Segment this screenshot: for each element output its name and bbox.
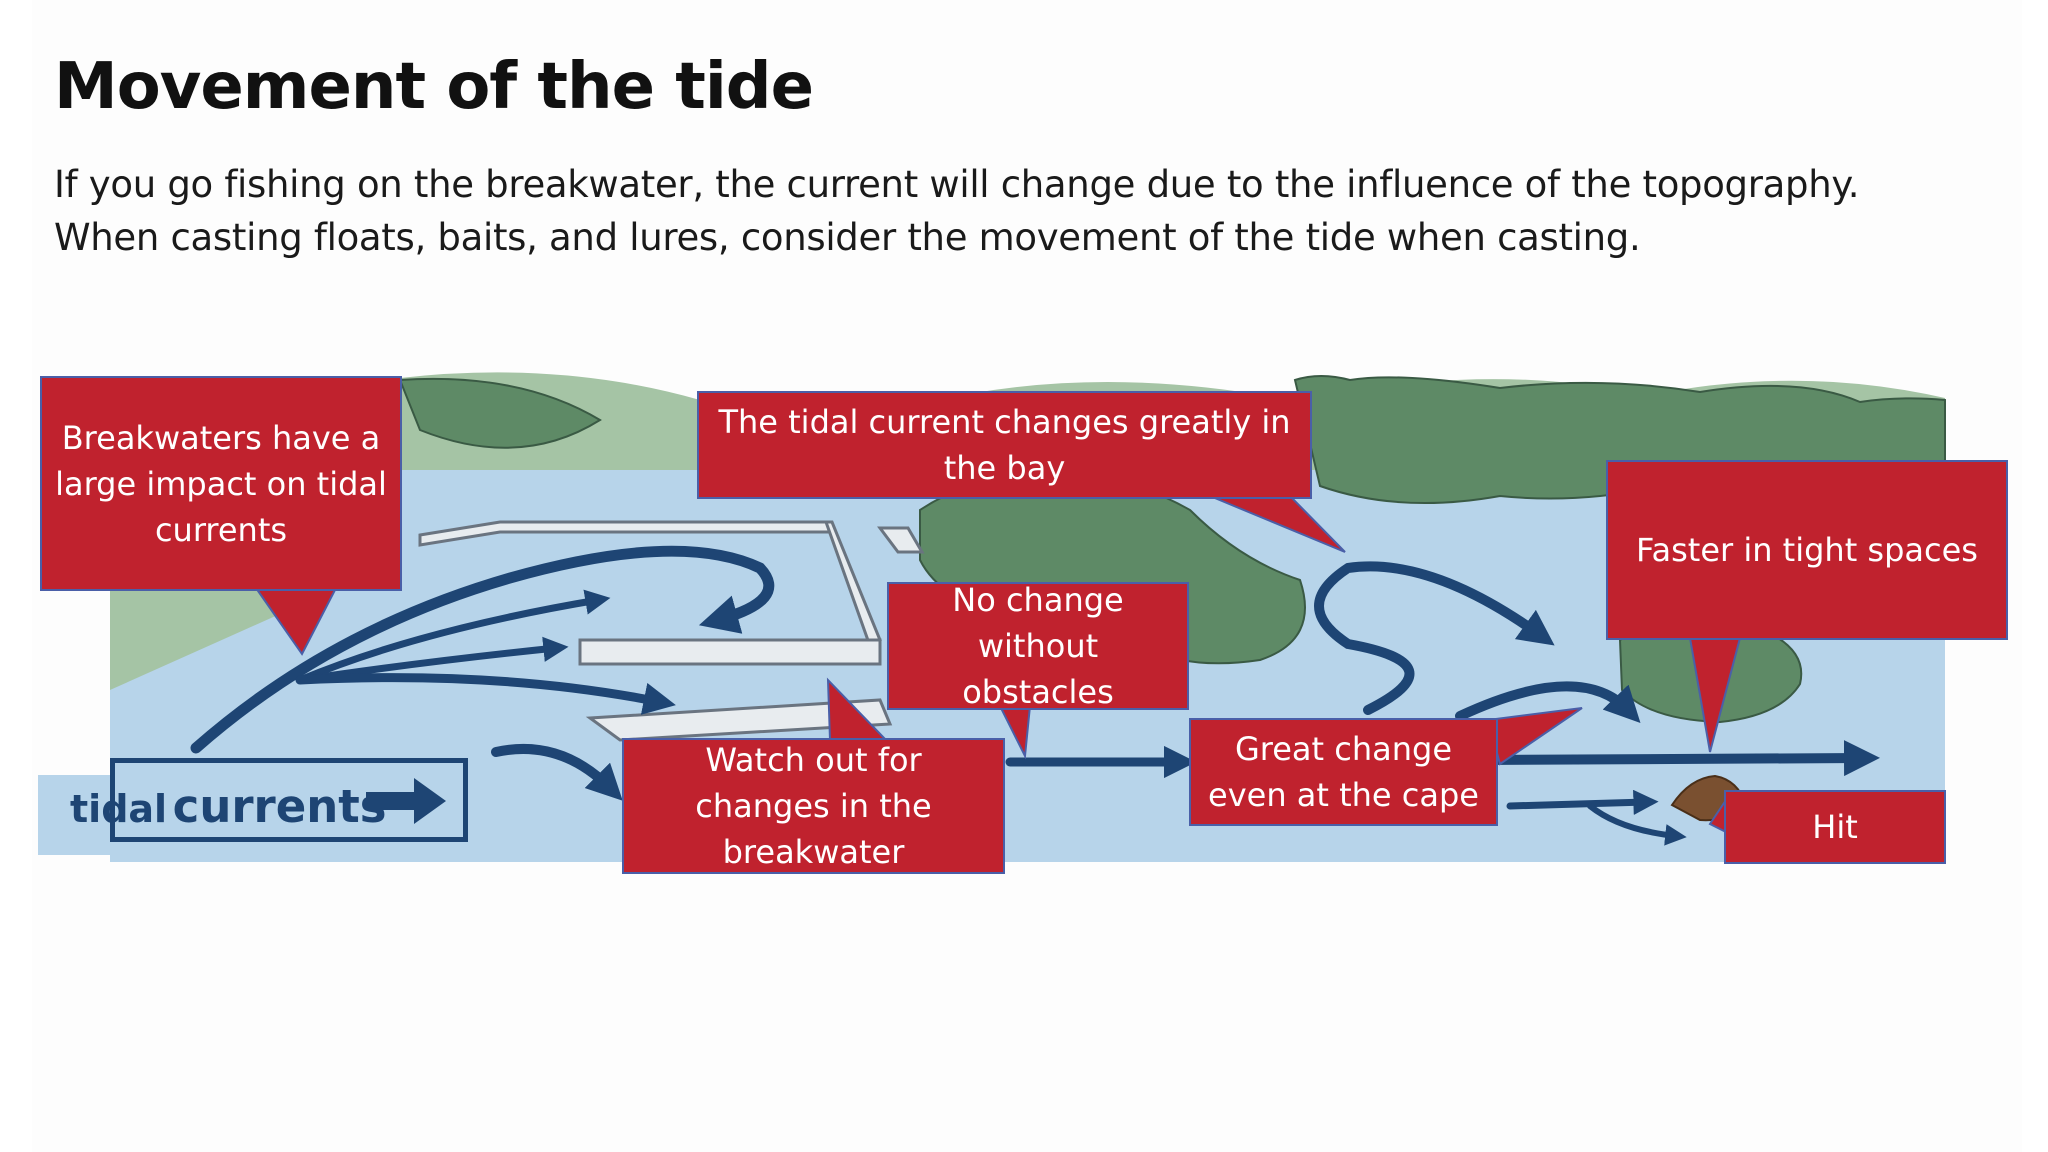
callout-no-change: No change without obstacles	[887, 581, 1189, 711]
callout-cape: Great change even at the cape	[1189, 718, 1498, 826]
callout-watch-breakwater: Watch out for changes in the breakwater	[622, 738, 1005, 874]
subtitle: If you go fishing on the breakwater, the…	[54, 158, 1859, 264]
breakwater-structures	[418, 520, 925, 742]
legend-frame	[110, 758, 468, 842]
legend-word-currents: currents	[172, 780, 387, 833]
page-title: Movement of the tide	[54, 50, 814, 124]
callout-breakwaters: Breakwaters have a large impact on tidal…	[40, 376, 402, 591]
legend-word-tidal: tidal	[70, 787, 168, 831]
legend-label: tidal currents	[70, 780, 387, 833]
subtitle-line-2: When casting floats, baits, and lures, c…	[54, 216, 1641, 259]
subtitle-line-1: If you go fishing on the breakwater, the…	[54, 163, 1860, 206]
right-arrow-icon	[366, 778, 446, 824]
callout-tight-spaces: Faster in tight spaces	[1606, 460, 2008, 640]
callout-bay: The tidal current changes greatly in the…	[697, 391, 1312, 499]
callout-hit: Hit	[1724, 790, 1946, 864]
current-arrows	[190, 545, 1880, 846]
